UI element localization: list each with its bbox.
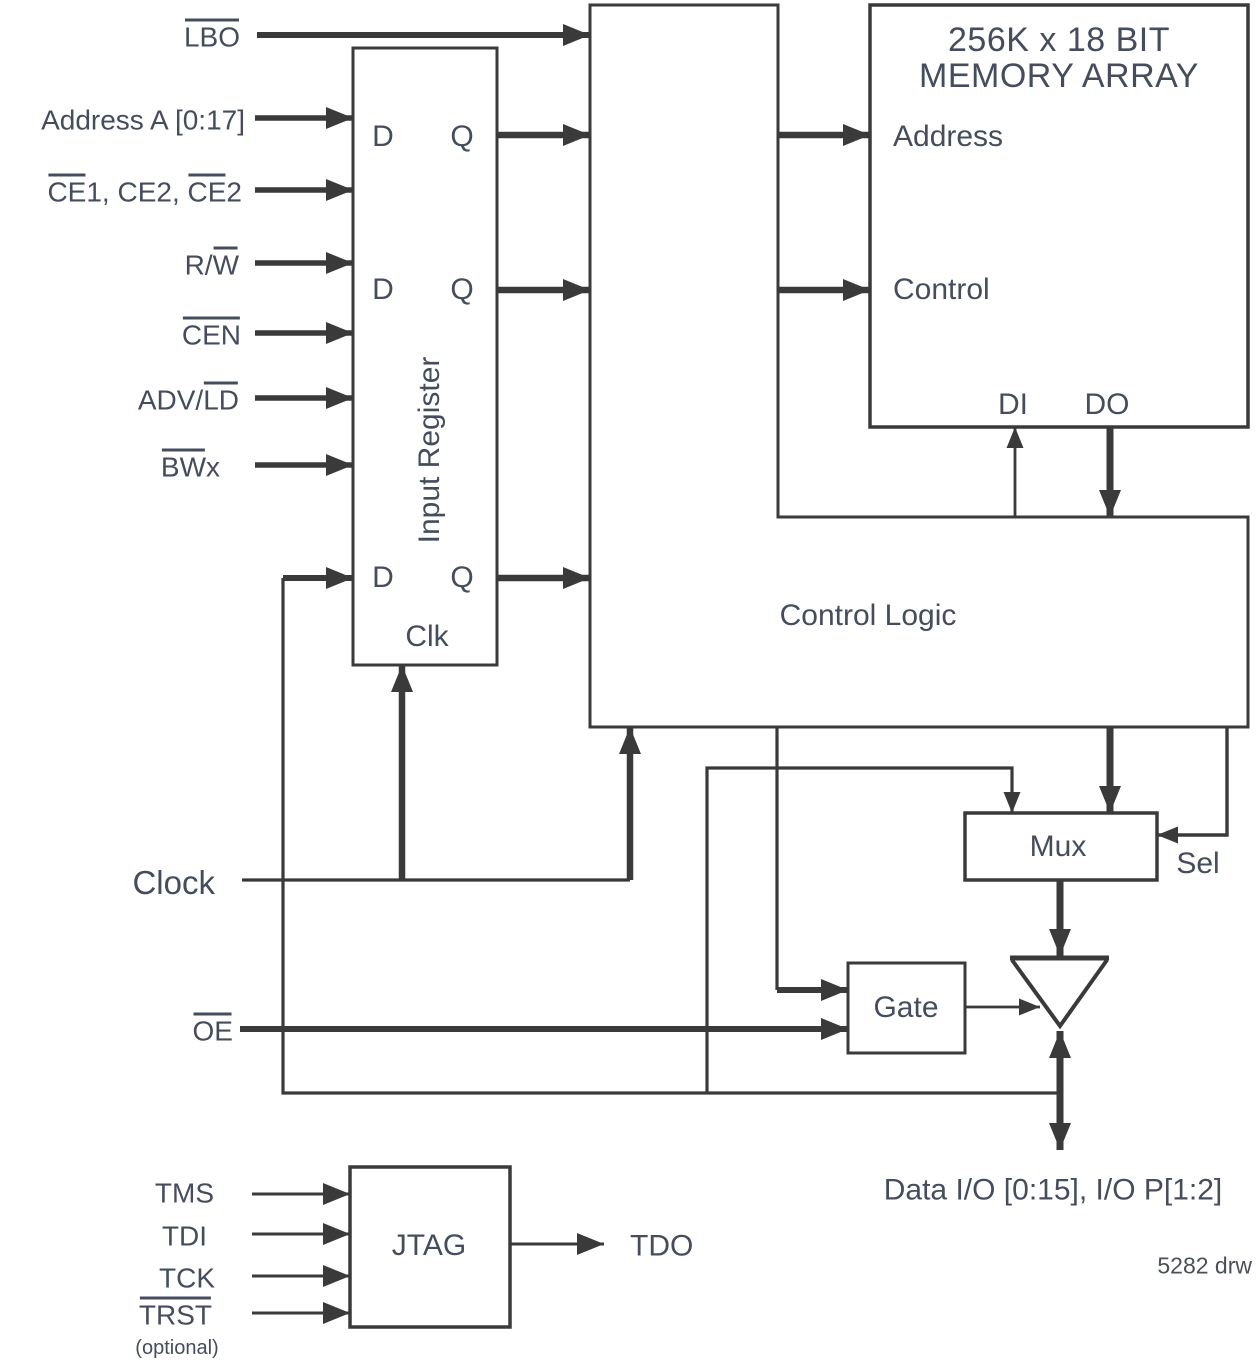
tdi-label: TDI [161,1220,207,1252]
output-buffer-triangle [1010,958,1109,1030]
input-register-box [351,46,499,667]
data-io-label: Data I/O [0:15], I/O P[1:2] [883,1173,1223,1207]
do-label: DO [1084,388,1130,421]
sel-label: Sel [1176,847,1220,880]
input-register-label: Input Register [413,356,446,544]
trst-label: TRST [139,1296,212,1330]
adv-ld-label: ADV/LD [138,381,239,415]
d-label-1: D [372,120,394,153]
memory-address-label: Address [893,120,1004,153]
jtag-label: JTAG [391,1229,467,1262]
tck-label: TCK [159,1262,215,1294]
clk-label: Clk [405,620,449,653]
address-a-label: Address A [0:17] [41,104,245,136]
memory-control-label: Control [893,273,990,306]
oe-label: OE [193,1012,233,1046]
tms-label: TMS [154,1177,214,1209]
q-label-1: Q [450,120,474,153]
jtag-box [348,1165,512,1329]
clock-label: Clock [132,864,215,901]
memory-title-line2: MEMORY ARRAY [919,57,1199,95]
d-label-3: D [372,561,394,594]
drawing-number: 5282 drw [1157,1252,1252,1279]
rw-label: R/W [185,246,239,280]
sel-line [1157,727,1229,844]
mux-label: Mux [1029,830,1087,863]
feedback-trunk-line [281,578,1061,1095]
lbo-label: LBO [184,18,240,52]
q-label-3: Q [450,561,474,594]
gate-label: Gate [873,991,939,1024]
memory-title-line1: 256K x 18 BIT [948,21,1170,59]
q-label-2: Q [450,273,474,306]
ce-label: CE1, CE2, CE2 [47,173,242,207]
di-label: DI [998,388,1028,421]
trst-optional-note: (optional) [135,1337,219,1359]
tdo-label: TDO [630,1229,694,1263]
mux-input-feedback-path [705,766,1021,1093]
bwx-label: BWx [161,448,220,482]
d-label-2: D [372,273,394,306]
cen-label: CEN [182,316,241,350]
memory-array-box [868,3,1250,429]
control-logic-box [588,3,1250,729]
control-logic-label: Control Logic [779,599,957,632]
